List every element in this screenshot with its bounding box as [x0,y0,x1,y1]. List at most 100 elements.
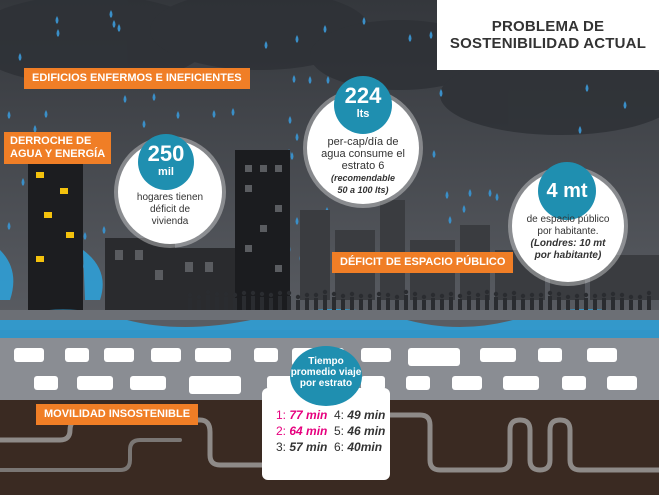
car [254,348,278,362]
pedestrian [376,291,382,310]
car [151,348,181,362]
rain-drop [117,24,121,32]
travel-row-3: 3: 57 min [276,440,327,454]
water-building [28,160,83,310]
rain-drop [56,29,60,37]
travel-row-5: 5: 46 min [334,424,385,438]
pedestrian [277,290,283,310]
traffic [14,348,637,394]
pedestrian [214,291,220,310]
travel-row-5-n: 5: [334,424,345,438]
stat-space-badge: 4 mt [538,162,596,220]
rain-drop [362,17,366,25]
bus [189,376,241,394]
pedestrian [439,293,445,310]
pedestrian [196,294,202,310]
car [452,376,482,390]
pedestrian [511,290,517,310]
pedestrian [205,289,211,310]
car [361,376,385,390]
travel-row-3-n: 3: [276,440,287,454]
car [195,348,231,362]
travel-row-1-n: 1: [276,408,287,422]
stat-housing-unit: mil [158,166,174,178]
rain-drop [439,89,443,97]
tag-water-line-2: AGUA Y ENERGÍA [10,148,106,160]
pedestrian [637,294,643,310]
travel-title-1: Tiempo [308,356,344,367]
rain-drop [292,75,296,83]
car [267,376,297,390]
rain-drop [123,95,127,103]
car [406,376,430,390]
stat-housing-text-3: vivienda [151,216,189,227]
stat-housing-badge: 250 mil [138,134,194,190]
tag-water: DERROCHE DE AGUA Y ENERGÍA [4,132,112,164]
pedestrian [574,293,580,310]
travel-row-6: 6: 40min [334,440,382,454]
car [503,376,539,390]
rain-drop [429,31,433,39]
pedestrian [322,289,328,310]
rain-drop [142,120,146,128]
pedestrian [538,292,544,310]
rain-drop [33,125,37,133]
pedestrian [646,290,652,310]
rain-drop [102,226,106,234]
rain-drop [495,193,499,201]
travel-row-4-n: 4: [334,408,345,422]
pedestrian [520,293,526,310]
car [607,376,637,390]
car [34,376,58,390]
stat-space-text: de espacio público por habitante. (Londr… [518,214,618,262]
rain-drop [112,20,116,28]
pedestrian [502,292,508,310]
pedestrian [187,292,193,310]
rain-drop [408,34,412,42]
car [538,348,562,362]
pedestrian [484,289,490,310]
stat-space-text-2: por habitante. [537,226,599,237]
rain-drop [323,25,327,33]
pedestrian [295,294,301,310]
rain-drop [288,116,292,124]
tag-mobility: MOVILIDAD INSOSTENIBLE [36,404,199,425]
stat-housing-text: hogares tienen déficit de vivienda [124,192,216,228]
rain-drop [290,152,294,160]
travel-row-1: 1: 77 min [276,408,327,422]
pedestrian [619,292,625,310]
pedestrian [286,290,292,310]
pedestrian [349,291,355,310]
rain-drop [308,76,312,84]
tag-water-line-1: DERROCHE DE [10,135,92,147]
car [562,376,586,390]
travel-badge: Tiempo promedio viaje por estrato [290,346,362,406]
car [14,348,44,362]
rain-drop [432,150,436,158]
pedestrian [493,291,499,310]
car [104,348,134,362]
travel-row-6-value: 40min [347,440,383,454]
title-line-1: PROBLEMA DE [491,18,605,35]
rain-drop [623,101,627,109]
rain-drop [295,217,299,225]
rain-drop [448,216,452,224]
page-title: PROBLEMA DE SOSTENIBILIDAD ACTUAL [437,0,659,70]
travel-row-2: 2: 64 min [276,424,327,438]
car [65,348,89,362]
pedestrian [304,292,310,310]
pedestrian [331,291,337,310]
car [480,348,516,362]
tag-public-space: DÉFICIT DE ESPACIO PÚBLICO [332,252,514,273]
pedestrian [448,291,454,310]
pedestrian [367,293,373,310]
stat-space-text-1: de espacio público [526,214,610,225]
pedestrian [223,291,229,310]
pedestrians [187,289,652,310]
rain-drop [83,232,87,240]
pedestrian [241,290,247,310]
rain-drop [7,111,11,119]
rain-drop [21,178,25,186]
stat-space-note-2: por habitante) [534,250,602,261]
